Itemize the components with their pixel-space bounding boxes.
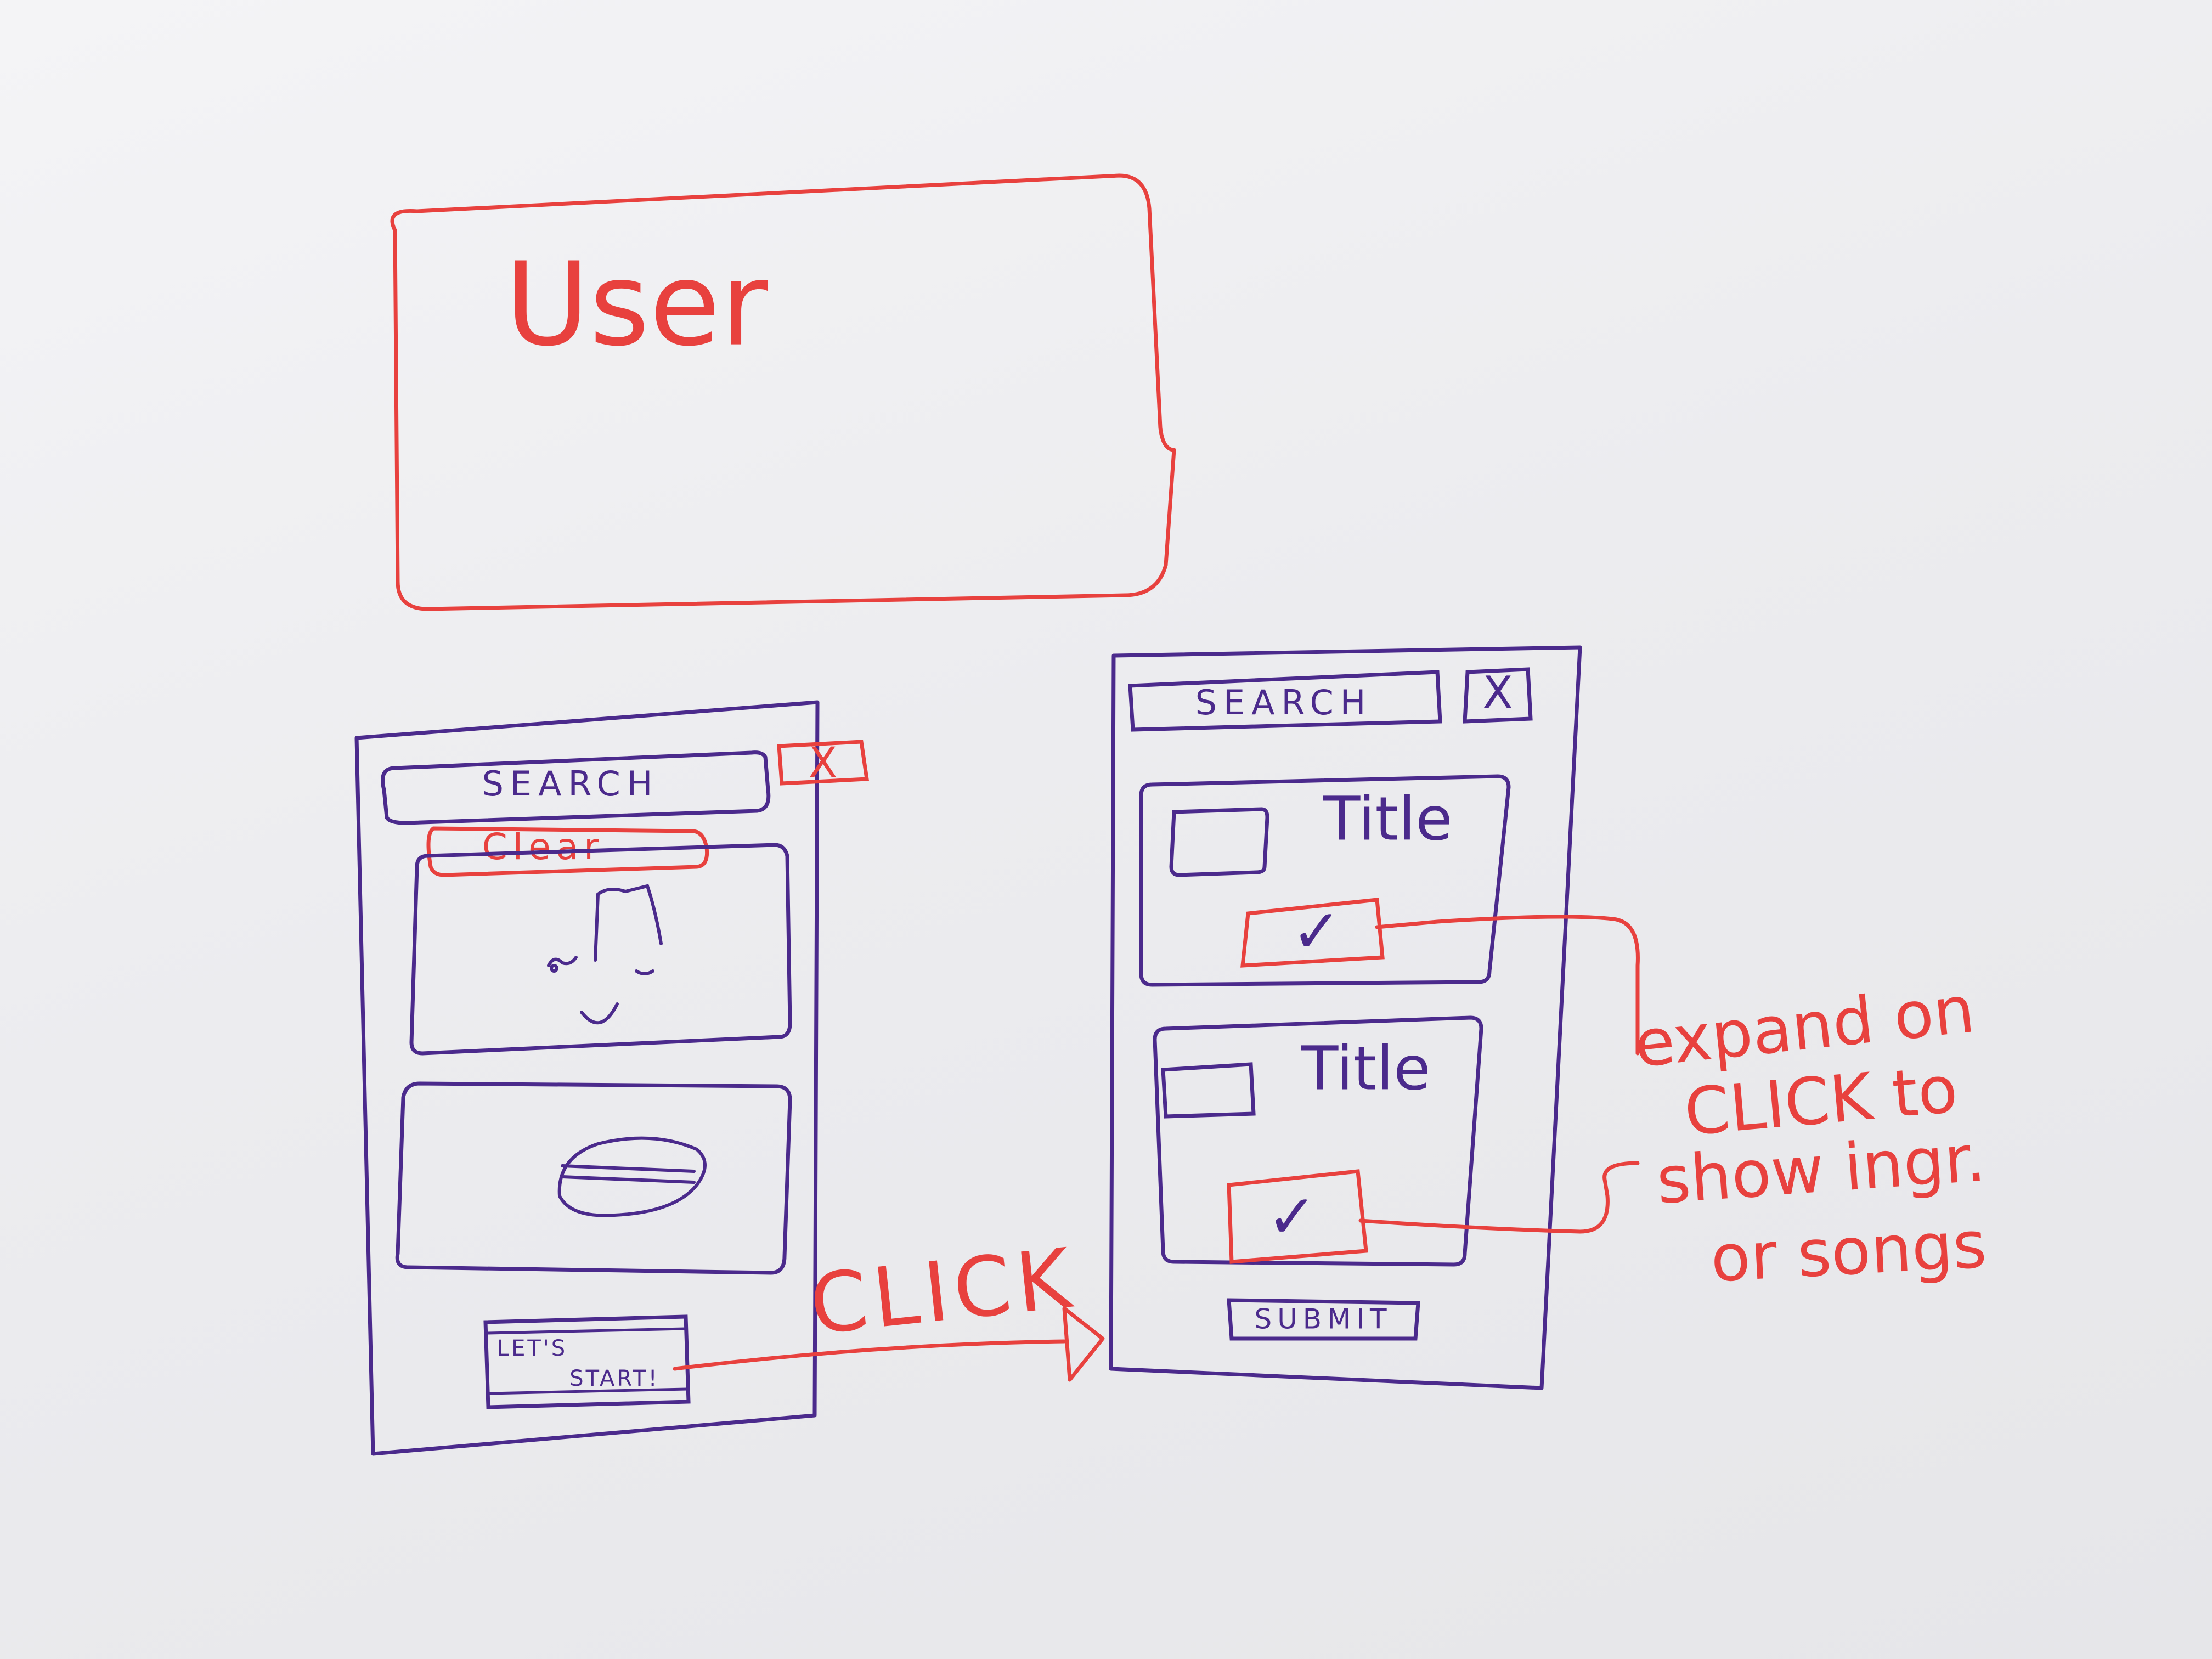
user-box-label: User <box>505 238 768 372</box>
screen-2-search-label: SEARCH <box>1195 682 1373 723</box>
screen-2-search-bar[interactable]: SEARCH <box>1128 670 1442 732</box>
face-sketch-icon <box>547 884 663 1025</box>
check-icon: ✓ <box>1267 1181 1317 1251</box>
arrow-line <box>673 1339 1066 1371</box>
connector-card-1 <box>1375 915 1640 1056</box>
screen-1-search-bar[interactable]: SEARCH <box>381 751 771 825</box>
screen-2-wireframe: SEARCH X Title ✓ Title ✓ <box>1109 645 1582 1390</box>
screen-2-card[interactable]: Title ✓ <box>1139 774 1511 987</box>
submit-button[interactable]: SUBMIT <box>1227 1298 1420 1341</box>
lets-start-label-line-2: START! <box>569 1366 659 1391</box>
lets-start-label-line-1: LET'S <box>497 1336 567 1361</box>
submit-label: SUBMIT <box>1254 1304 1392 1335</box>
screen-1-card-1-outline <box>409 843 792 1056</box>
screen-1-clear-button[interactable]: Clear <box>426 826 709 877</box>
screen-2-close-icon: X <box>1483 667 1513 718</box>
screen-1-wireframe: SEARCH X Clear <box>354 700 870 1456</box>
screen-2-card-2-title: Title <box>1301 1033 1431 1103</box>
screen-2-card-1-title: Title <box>1323 783 1453 854</box>
screen-1-close-icon: X <box>809 738 837 787</box>
screen-2-card-1-outline <box>1139 774 1511 987</box>
screen-2-close-button[interactable]: X <box>1463 667 1533 724</box>
transition-label: CLICK <box>805 1231 1080 1353</box>
check-icon: ✓ <box>1291 896 1342 966</box>
screen-1-card[interactable] <box>395 1081 792 1275</box>
screen-2-frame <box>1109 645 1582 1390</box>
expand-annotation: expand on CLICK to show ingr. or songs <box>1631 971 1989 1296</box>
screen-1-frame <box>354 700 820 1456</box>
screen-2-card-2-checkbox[interactable] <box>1161 1062 1256 1119</box>
screen-2-card[interactable]: Title ✓ <box>1153 1015 1483 1267</box>
lets-start-button[interactable]: LET'S START! <box>483 1314 691 1409</box>
arrow-head-icon <box>1062 1306 1105 1382</box>
annotation-connectors <box>1358 915 1640 1234</box>
transition-arrow: CLICK <box>673 1231 1105 1382</box>
screen-1-search-label: SEARCH <box>482 764 659 804</box>
screen-2-card-2-outline <box>1153 1015 1483 1267</box>
screen-1-card[interactable] <box>409 843 792 1056</box>
screen-2-card-1-expand-button[interactable]: ✓ <box>1240 896 1385 968</box>
user-box: User <box>390 173 1176 611</box>
screen-1-clear-label: Clear <box>482 826 605 868</box>
screen-1-close-button[interactable]: X <box>777 738 870 787</box>
screen-2-card-2-expand-button[interactable]: ✓ <box>1227 1169 1368 1264</box>
screen-1-card-2-outline <box>395 1081 792 1275</box>
food-sketch-icon <box>557 1136 707 1217</box>
connector-card-2 <box>1358 1161 1640 1234</box>
screen-2-card-1-checkbox[interactable] <box>1169 807 1269 877</box>
user-box-outline <box>390 173 1176 611</box>
annotation-line-4: or songs <box>1709 1206 1989 1296</box>
